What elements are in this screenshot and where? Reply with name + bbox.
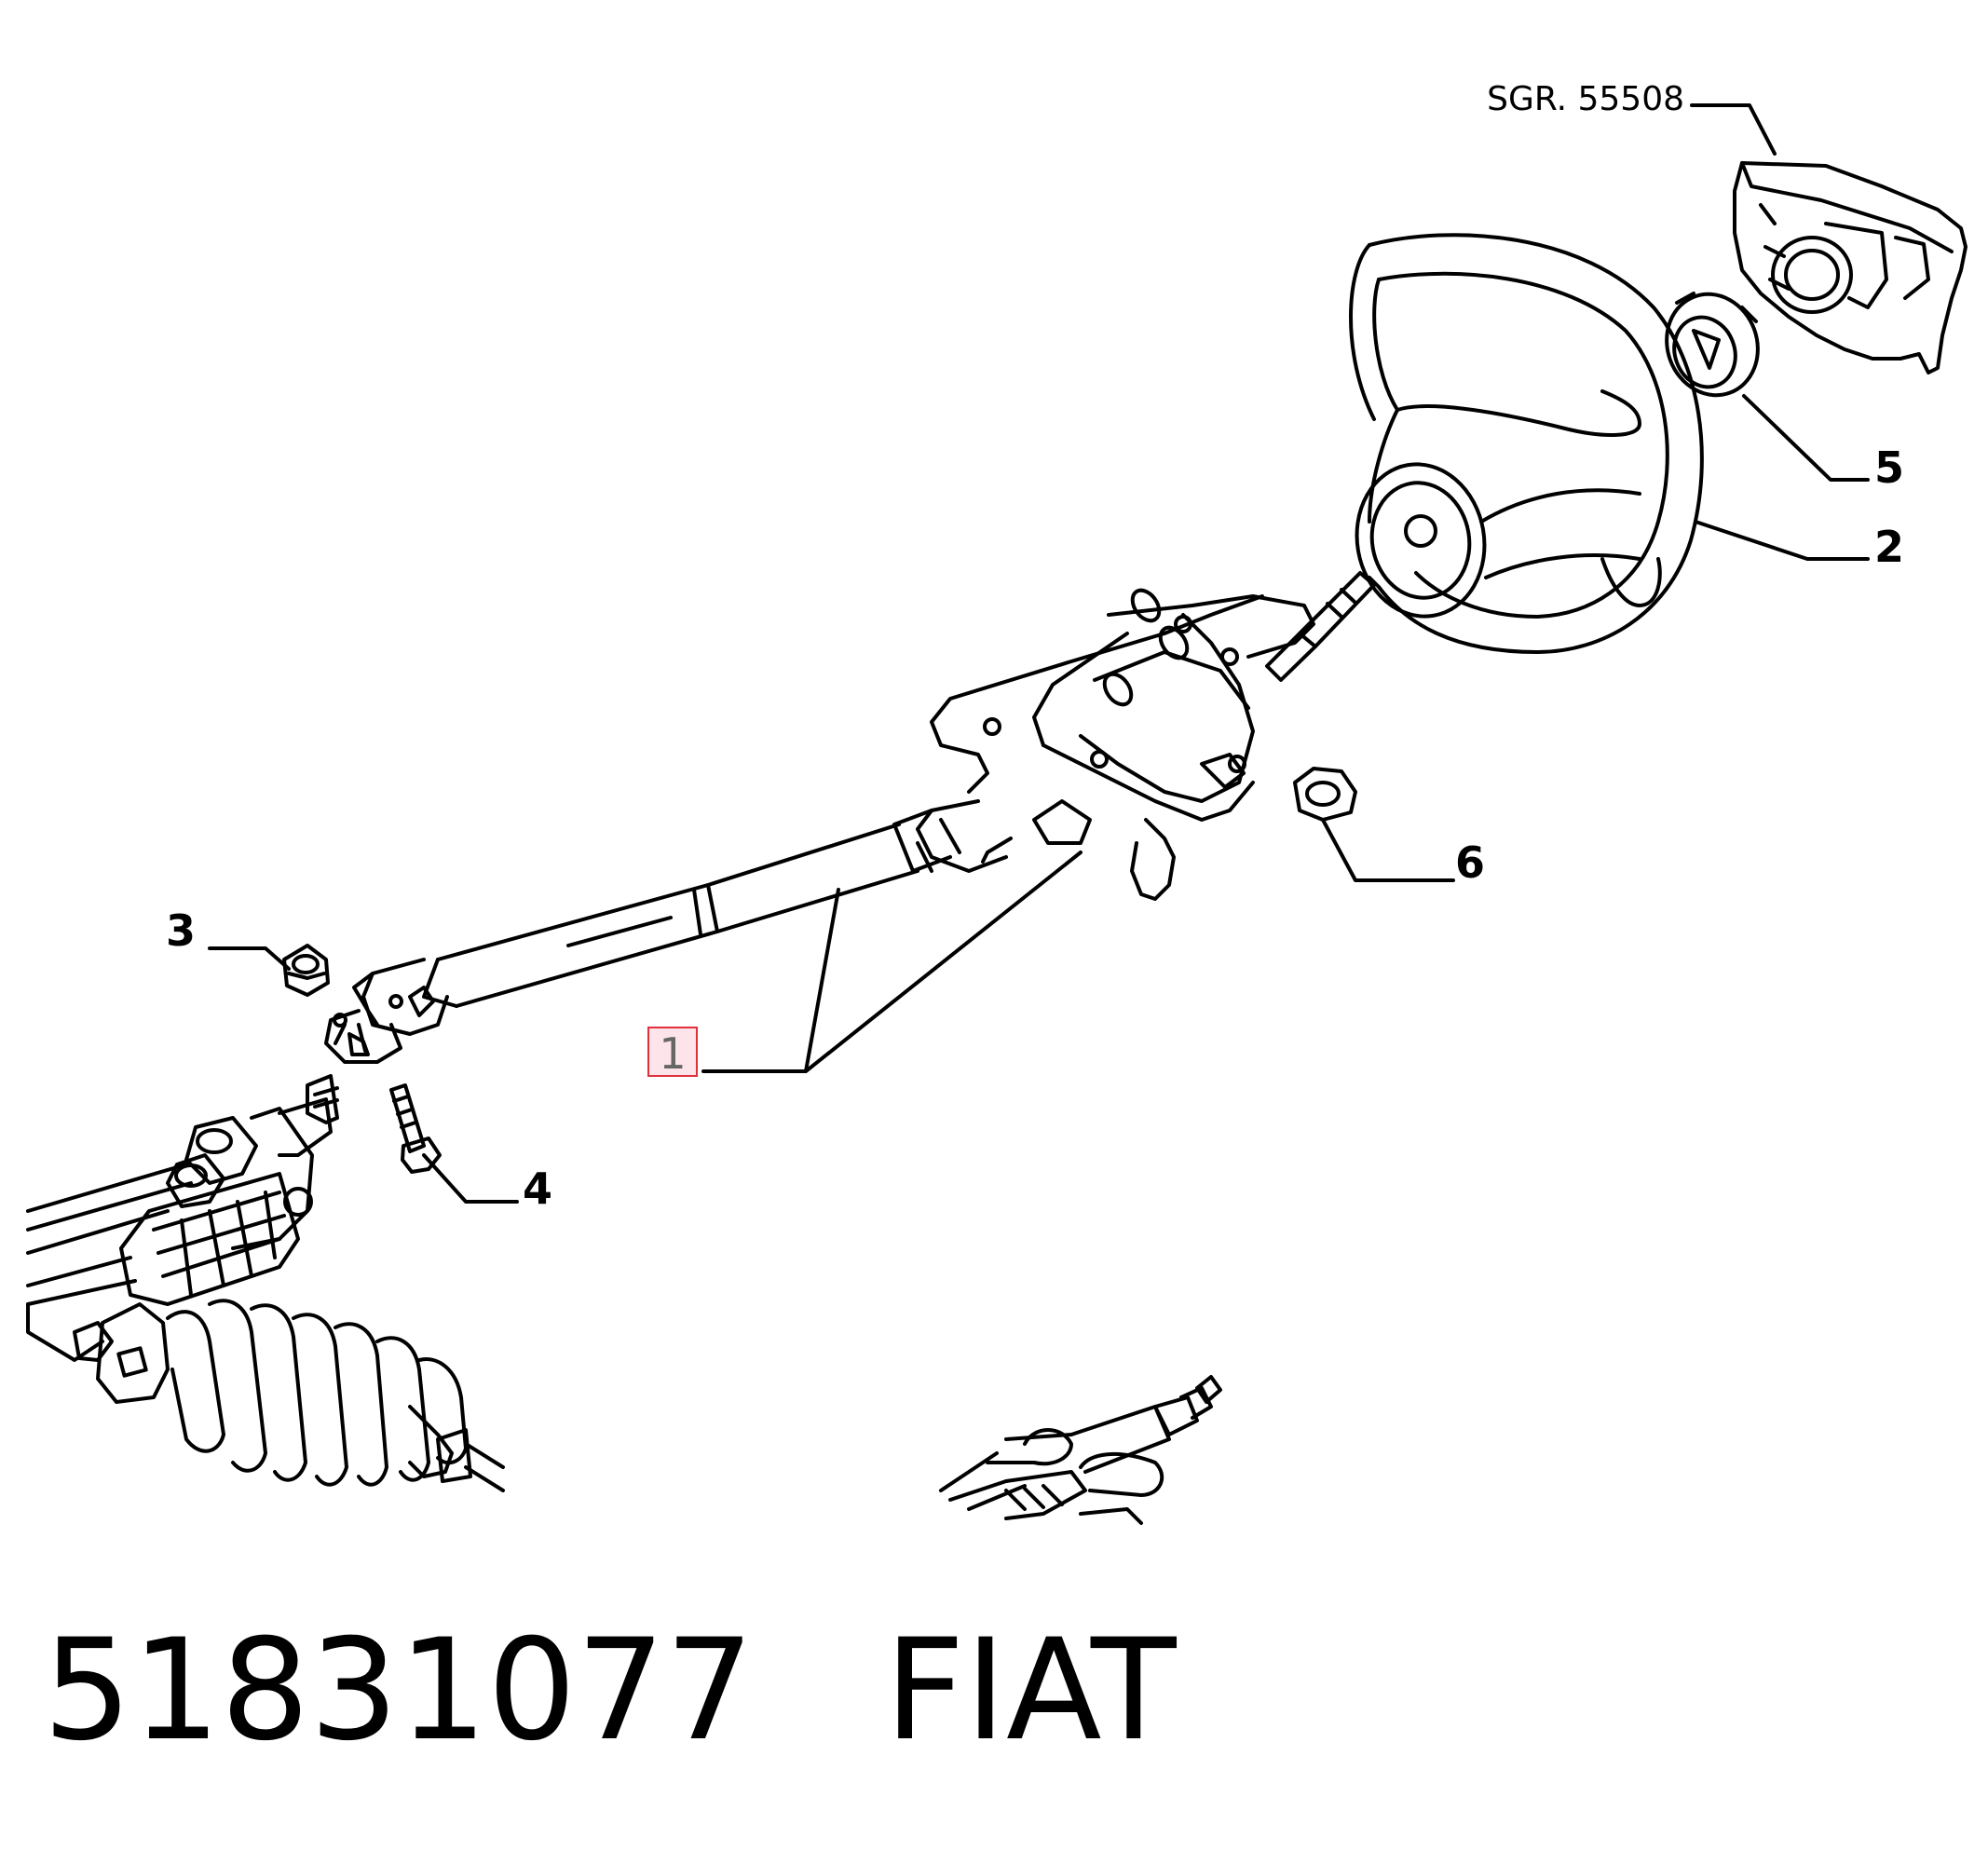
- steering-rack: [26, 1074, 505, 1492]
- part-number: 51831077: [43, 1610, 755, 1772]
- callout-5: 5: [1874, 442, 1904, 493]
- leader-2: [1694, 520, 1870, 561]
- leader-4: [422, 1153, 519, 1204]
- reference-label: SGR. 55508: [1487, 80, 1684, 118]
- callout-3: 3: [166, 905, 196, 956]
- leader-5: [1742, 394, 1870, 482]
- leader-6: [1321, 818, 1455, 882]
- callout-1: 1: [659, 1028, 686, 1079]
- self-locking-nut: [282, 944, 330, 997]
- brand-name: FIAT: [884, 1610, 1177, 1772]
- steering-wheel: [1349, 233, 1704, 654]
- pinch-bolt: [389, 1083, 442, 1174]
- callout-6: 6: [1455, 837, 1485, 888]
- spacer-ring: [1665, 292, 1760, 398]
- callout-4: 4: [523, 1164, 552, 1214]
- leader-3: [208, 946, 291, 971]
- leader-lines: [208, 103, 1870, 1204]
- airbag-module: [1733, 161, 1968, 374]
- callout-2: 2: [1874, 522, 1904, 572]
- column-detail-inset: [939, 1375, 1222, 1525]
- steering-column: [324, 571, 1376, 1064]
- leader-1: [701, 851, 1083, 1073]
- leader-ref: [1690, 103, 1777, 156]
- highlight-box: [647, 1027, 698, 1077]
- hex-nut: [1293, 767, 1357, 822]
